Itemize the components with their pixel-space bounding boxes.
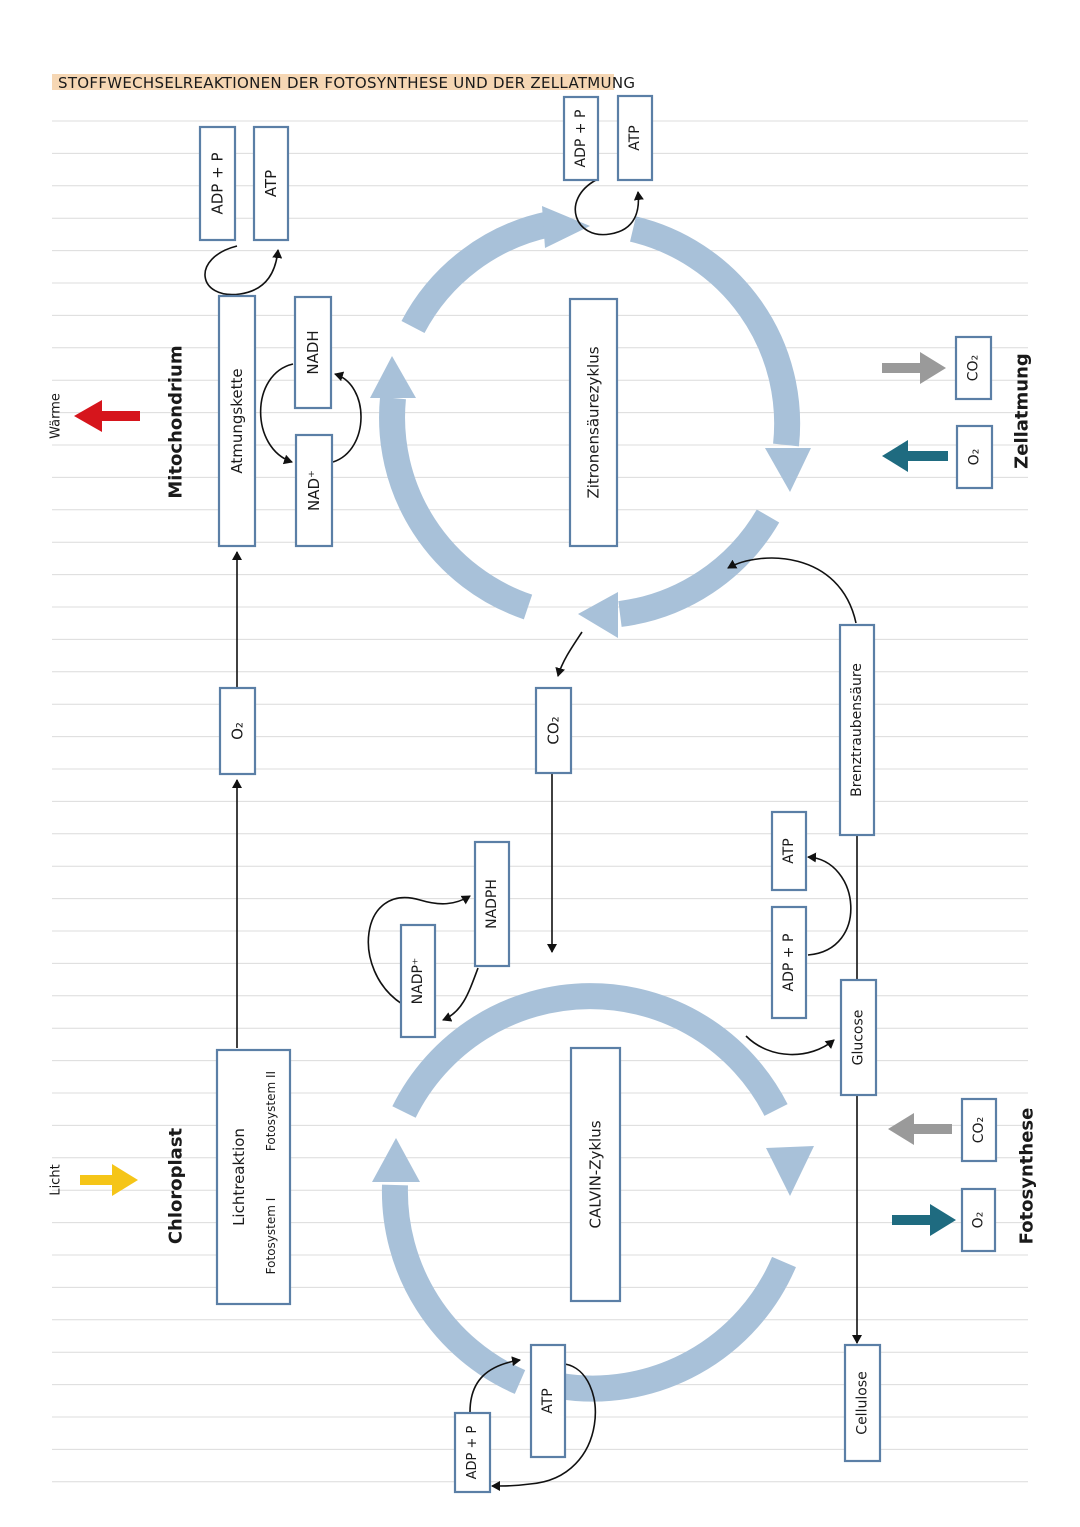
svg-text:ADP + P: ADP + P xyxy=(209,152,227,214)
brenztraubensaeure-to-cycle-arrow xyxy=(727,557,857,624)
oxygen-out-arrow-fotosynthese xyxy=(892,1204,956,1236)
title-highlight xyxy=(52,74,614,90)
co2-out-arrow-zellatmung xyxy=(882,352,946,384)
svg-text:NADH: NADH xyxy=(304,330,322,374)
heat-arrow xyxy=(74,400,140,432)
citric-cycle-head-left xyxy=(370,356,416,398)
svg-text:Atmungskette: Atmungskette xyxy=(228,368,246,473)
calvin-cycle-head-left xyxy=(372,1138,420,1182)
svg-text:Glucose: Glucose xyxy=(851,1010,867,1066)
citric-cycle-arrows xyxy=(370,206,811,638)
mitochondrium-label: Mitochondrium xyxy=(166,345,187,498)
atp-box-calvin: ATP xyxy=(529,1343,567,1459)
calvin-cycle-arc-bottom xyxy=(557,1256,796,1402)
cycle-to-co2-arrow xyxy=(555,631,583,677)
waerme-label: Wärme xyxy=(49,393,64,439)
adp-p-box-glycolysis: ADP + P xyxy=(770,905,808,1020)
svg-text:CO₂: CO₂ xyxy=(971,1117,987,1143)
citric-cycle-arc-bottom xyxy=(618,509,780,627)
o2-box-zellatmung: O₂ xyxy=(955,424,994,490)
svg-text:NAD⁺: NAD⁺ xyxy=(305,470,323,511)
o2-box-fotosynthese: O₂ xyxy=(960,1187,997,1253)
glycolysis-atp-loop xyxy=(807,852,852,956)
svg-text:ADP + P: ADP + P xyxy=(781,934,797,992)
svg-text:O₂: O₂ xyxy=(229,722,247,740)
citric-atp-loop xyxy=(574,179,644,236)
fotosynthese-label: Fotosynthese xyxy=(1017,1108,1038,1245)
calvin-cycle-arc-top xyxy=(392,983,788,1118)
svg-text:CO₂: CO₂ xyxy=(966,355,982,381)
svg-text:CALVIN-Zyklus: CALVIN-Zyklus xyxy=(587,1120,605,1228)
svg-text:Lichtreaktion: Lichtreaktion xyxy=(230,1128,248,1226)
zellatmung-label: Zellatmung xyxy=(1012,353,1033,469)
svg-text:ATP: ATP xyxy=(262,170,280,197)
calvin-cycle-head-right xyxy=(766,1146,814,1196)
calvin-cycle-arc-left xyxy=(381,1184,526,1394)
calvin-to-glucose-arrow xyxy=(745,1035,835,1056)
calvin-cycle-arrows xyxy=(372,983,814,1402)
citric-cycle-arc-right xyxy=(629,216,801,447)
nadh-box: NADH xyxy=(293,295,333,410)
calvin-zyklus-box: CALVIN-Zyklus xyxy=(569,1046,622,1303)
citric-cycle-arc-top xyxy=(401,211,553,334)
oxygen-in-arrow-zellatmung xyxy=(882,440,948,472)
zitronensaeurezyklus-box: Zitronensäurezyklus xyxy=(568,297,619,548)
nadph-to-nadp-arrow xyxy=(442,967,479,1022)
connector-arrows xyxy=(204,179,862,1491)
svg-text:O₂: O₂ xyxy=(967,449,983,466)
adp-p-box-calvin: ADP + P xyxy=(453,1411,492,1494)
svg-text:Fotosystem II: Fotosystem II xyxy=(264,1071,278,1151)
co2-in-arrow-fotosynthese xyxy=(888,1113,952,1145)
svg-text:O₂: O₂ xyxy=(971,1212,987,1229)
glucose-box: Glucose xyxy=(839,978,878,1097)
nadph-box: NADPH xyxy=(473,840,511,968)
adp-to-atp-calvin-arrow xyxy=(469,1356,521,1413)
lichtreaktion-box: Lichtreaktion Fotosystem I Fotosystem II xyxy=(215,1048,292,1306)
nadp-plus-box: NADP⁺ xyxy=(399,923,437,1039)
licht-label: Licht xyxy=(49,1164,64,1195)
nadh-to-nad-arrow xyxy=(259,363,294,465)
citric-cycle-head-right xyxy=(765,448,811,492)
atp-to-adp-calvin-arrow xyxy=(491,1363,597,1491)
light-arrow xyxy=(80,1164,138,1196)
adp-p-box-citric: ADP + P xyxy=(562,95,600,182)
citric-cycle-head-top xyxy=(542,206,590,248)
svg-text:NADPH: NADPH xyxy=(484,879,500,929)
cellulose-box: Cellulose xyxy=(843,1343,882,1463)
o2-box-middle: O₂ xyxy=(218,686,257,776)
nad-plus-box: NAD⁺ xyxy=(294,433,334,548)
brenztraubensaeure-box: Brenztraubensäure xyxy=(838,623,876,837)
co2-box-zellatmung: CO₂ xyxy=(954,335,993,401)
citric-cycle-head-bottom xyxy=(578,592,618,638)
svg-text:Brenztraubensäure: Brenztraubensäure xyxy=(849,663,865,797)
svg-text:CO₂: CO₂ xyxy=(545,716,563,744)
svg-text:Cellulose: Cellulose xyxy=(855,1371,871,1434)
svg-text:ATP: ATP xyxy=(627,125,643,150)
chloroplast-label: Chloroplast xyxy=(166,1127,187,1244)
adp-p-box-top: ADP + P xyxy=(198,125,237,242)
atmungskette-atp-loop xyxy=(204,245,283,296)
atp-box-glycolysis: ATP xyxy=(770,810,808,892)
svg-text:Fotosystem I: Fotosystem I xyxy=(264,1198,278,1275)
svg-text:ADP + P: ADP + P xyxy=(465,1425,480,1479)
ruled-lines xyxy=(52,120,1028,1483)
atp-box-top: ATP xyxy=(252,125,290,242)
nadp-to-nadph-arrow xyxy=(367,895,471,1005)
svg-text:ATP: ATP xyxy=(540,1388,556,1413)
atp-box-citric: ATP xyxy=(616,94,654,182)
svg-text:NADP⁺: NADP⁺ xyxy=(410,958,426,1005)
svg-text:ATP: ATP xyxy=(781,838,797,863)
page-title: STOFFWECHSELREAKTIONEN DER FOTOSYNTHESE … xyxy=(58,74,635,92)
citric-cycle-arc-left xyxy=(379,396,533,620)
co2-box-fotosynthese: CO₂ xyxy=(960,1097,998,1163)
atmungskette-box: Atmungskette xyxy=(217,294,257,548)
nad-to-nadh-arrow xyxy=(332,371,362,463)
co2-box-middle: CO₂ xyxy=(534,686,573,775)
svg-text:Zitronensäurezyklus: Zitronensäurezyklus xyxy=(585,346,603,498)
svg-text:ADP + P: ADP + P xyxy=(573,110,589,168)
